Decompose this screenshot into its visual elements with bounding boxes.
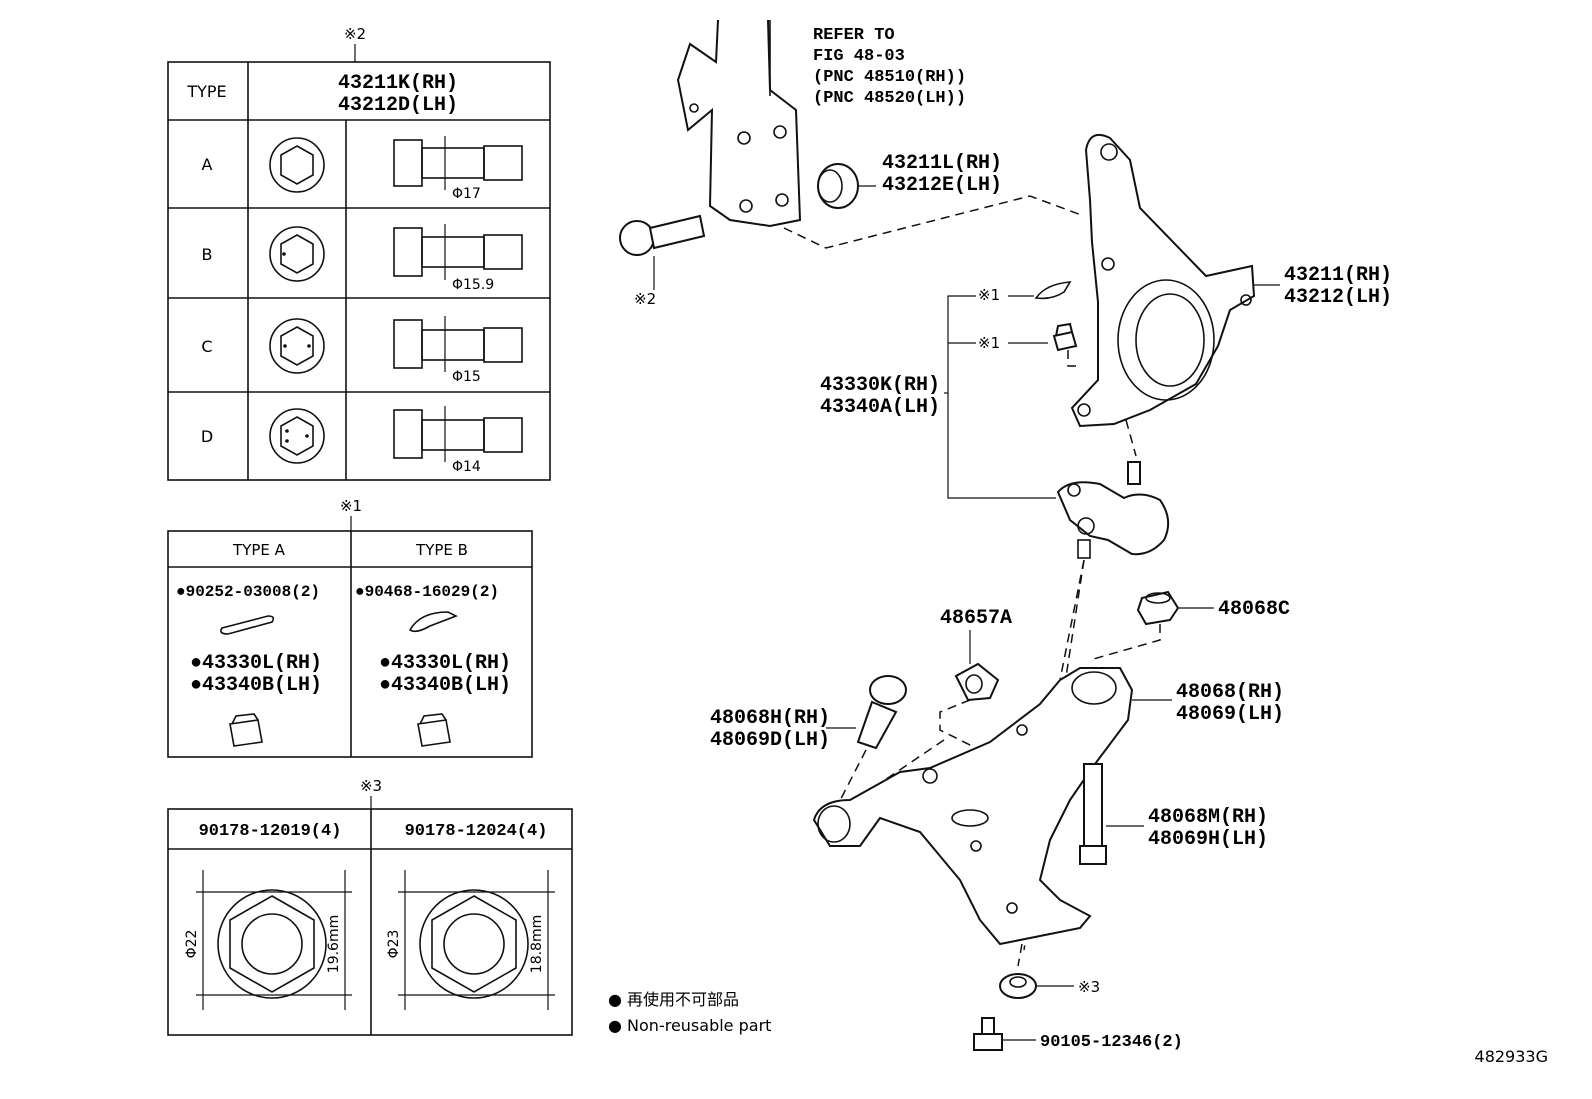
cotter-pin-b-icon [408,611,458,633]
castle-nut-a-icon [229,713,263,747]
bolt-drawing-d [269,406,523,464]
bolt-type-table: ※2 TYPE 43211K(RH) 43212D(LH) A B C D Φ1… [167,25,551,481]
castle-nut-b-icon [417,713,451,747]
flange-nut-drawing-2 [398,870,555,1010]
pin-type-b-nut-lh: ●43340B(LH) [379,674,511,697]
front-bolt-drawing [856,675,907,750]
pin-type-a-header: TYPE A [232,541,286,559]
nut-48068c-drawing [1136,590,1180,626]
nut-dimension-table: ※3 90178-12019(4) 90178-12024(4) Φ22 19.… [167,777,573,1036]
cotter-pin-icon [1034,281,1072,300]
strut-bolt-drawing [619,214,706,290]
nut-table-note-mark: ※3 [360,777,382,795]
pin-type-b-header: TYPE B [415,541,468,559]
flange-nut-bottom-drawing [999,973,1037,999]
legend-jp: ● 再使用不可部品 [608,990,739,1009]
castle-nut-icon [1052,322,1078,352]
nut1-diameter: Φ22 [184,930,200,959]
cotter-pin-note-mark: ※1 [978,286,1000,304]
nut2-height: 18.8mm [529,915,545,973]
bottom-bolt-part: 90105-12346(2) [1040,1033,1183,1052]
pin-table-note-mark: ※1 [340,497,362,515]
pin-type-b-nut-rh: ●43330L(RH) [379,652,511,675]
refer-line-4: (PNC 48520(LH)) [813,89,966,108]
bolt-dia-c: Φ15 [452,369,481,385]
bottom-bolt-drawing [973,1017,1003,1051]
bolt-type-b: B [202,245,213,264]
refer-line-2: FIG 48-03 [813,47,905,66]
lower-control-arm-drawing [812,667,1134,946]
pin-type-a-nut-lh: ●43340B(LH) [190,674,322,697]
cotter-pin-a-icon [220,615,275,635]
flange-nut-drawing-1 [196,870,352,1010]
nut-col1-header-b: 90178-12024(4) [405,822,548,841]
bolt-drawing-c [269,316,523,374]
bolt-table-type-header: TYPE [186,82,226,101]
bolt-type-c: C [201,337,212,356]
clip-drawing [954,662,1000,702]
front-bolt-rh: 48068H(RH) [710,707,830,730]
nut2-diameter: Φ23 [386,930,402,959]
pin-type-b-part: ●90468-16029(2) [355,583,499,601]
bolt-dia-b: Φ15.9 [452,277,494,293]
refer-line-3: (PNC 48510(RH)) [813,68,966,87]
bolt-table-note-mark: ※2 [344,25,366,43]
figure-number: 482933G [1475,1047,1548,1066]
castle-nut-note-mark: ※1 [978,334,1000,352]
balljoint-lh: 43340A(LH) [820,396,940,419]
ball-joint-drawing [1056,461,1170,559]
nut-48068c: 48068C [1218,598,1290,621]
pin-type-a-nut-rh: ●43330L(RH) [190,652,322,675]
bottom-nut-note-mark: ※3 [1078,978,1100,996]
nut1-height: 19.6mm [326,915,342,973]
knuckle-rh: 43211(RH) [1284,264,1392,287]
cotter-pin-table: ※1 TYPE A TYPE B ●90252-03008(2) ●90468-… [167,497,533,758]
rear-bolt-drawing [1079,763,1107,865]
pin-type-a-part: ●90252-03008(2) [176,583,320,601]
knuckle-lh: 43212(LH) [1284,286,1392,309]
strut-assembly-drawing [676,19,802,228]
bolt-dia-a: Φ17 [452,186,481,202]
control-arm-lh: 48069(LH) [1176,703,1284,726]
bushing-lh: 43212E(LH) [882,174,1002,197]
bolt-drawing-a [269,136,523,193]
steering-knuckle-drawing [1070,134,1256,428]
control-arm-rh: 48068(RH) [1176,681,1284,704]
bolt-dia-d: Φ14 [452,459,481,475]
bushing-drawing [817,163,876,209]
refer-line-1: REFER TO [813,26,895,45]
strut-bolt-note-mark: ※2 [634,290,656,308]
bolt-drawing-b [269,224,523,282]
nut-col1-header: 90178-12019(4) [199,822,342,841]
bolt-table-part-lh: 43212D(LH) [338,94,458,117]
clip-48657a: 48657A [940,607,1012,630]
rear-bolt-lh: 48069H(LH) [1148,828,1268,851]
rear-bolt-rh: 48068M(RH) [1148,806,1268,829]
bolt-type-a: A [202,155,213,174]
bolt-type-d: D [201,427,213,446]
legend-en: ● Non-reusable part [608,1016,771,1035]
balljoint-rh: 43330K(RH) [820,374,940,397]
bolt-table-part-rh: 43211K(RH) [338,72,458,95]
bushing-rh: 43211L(RH) [882,152,1002,175]
front-bolt-lh: 48069D(LH) [710,729,830,752]
